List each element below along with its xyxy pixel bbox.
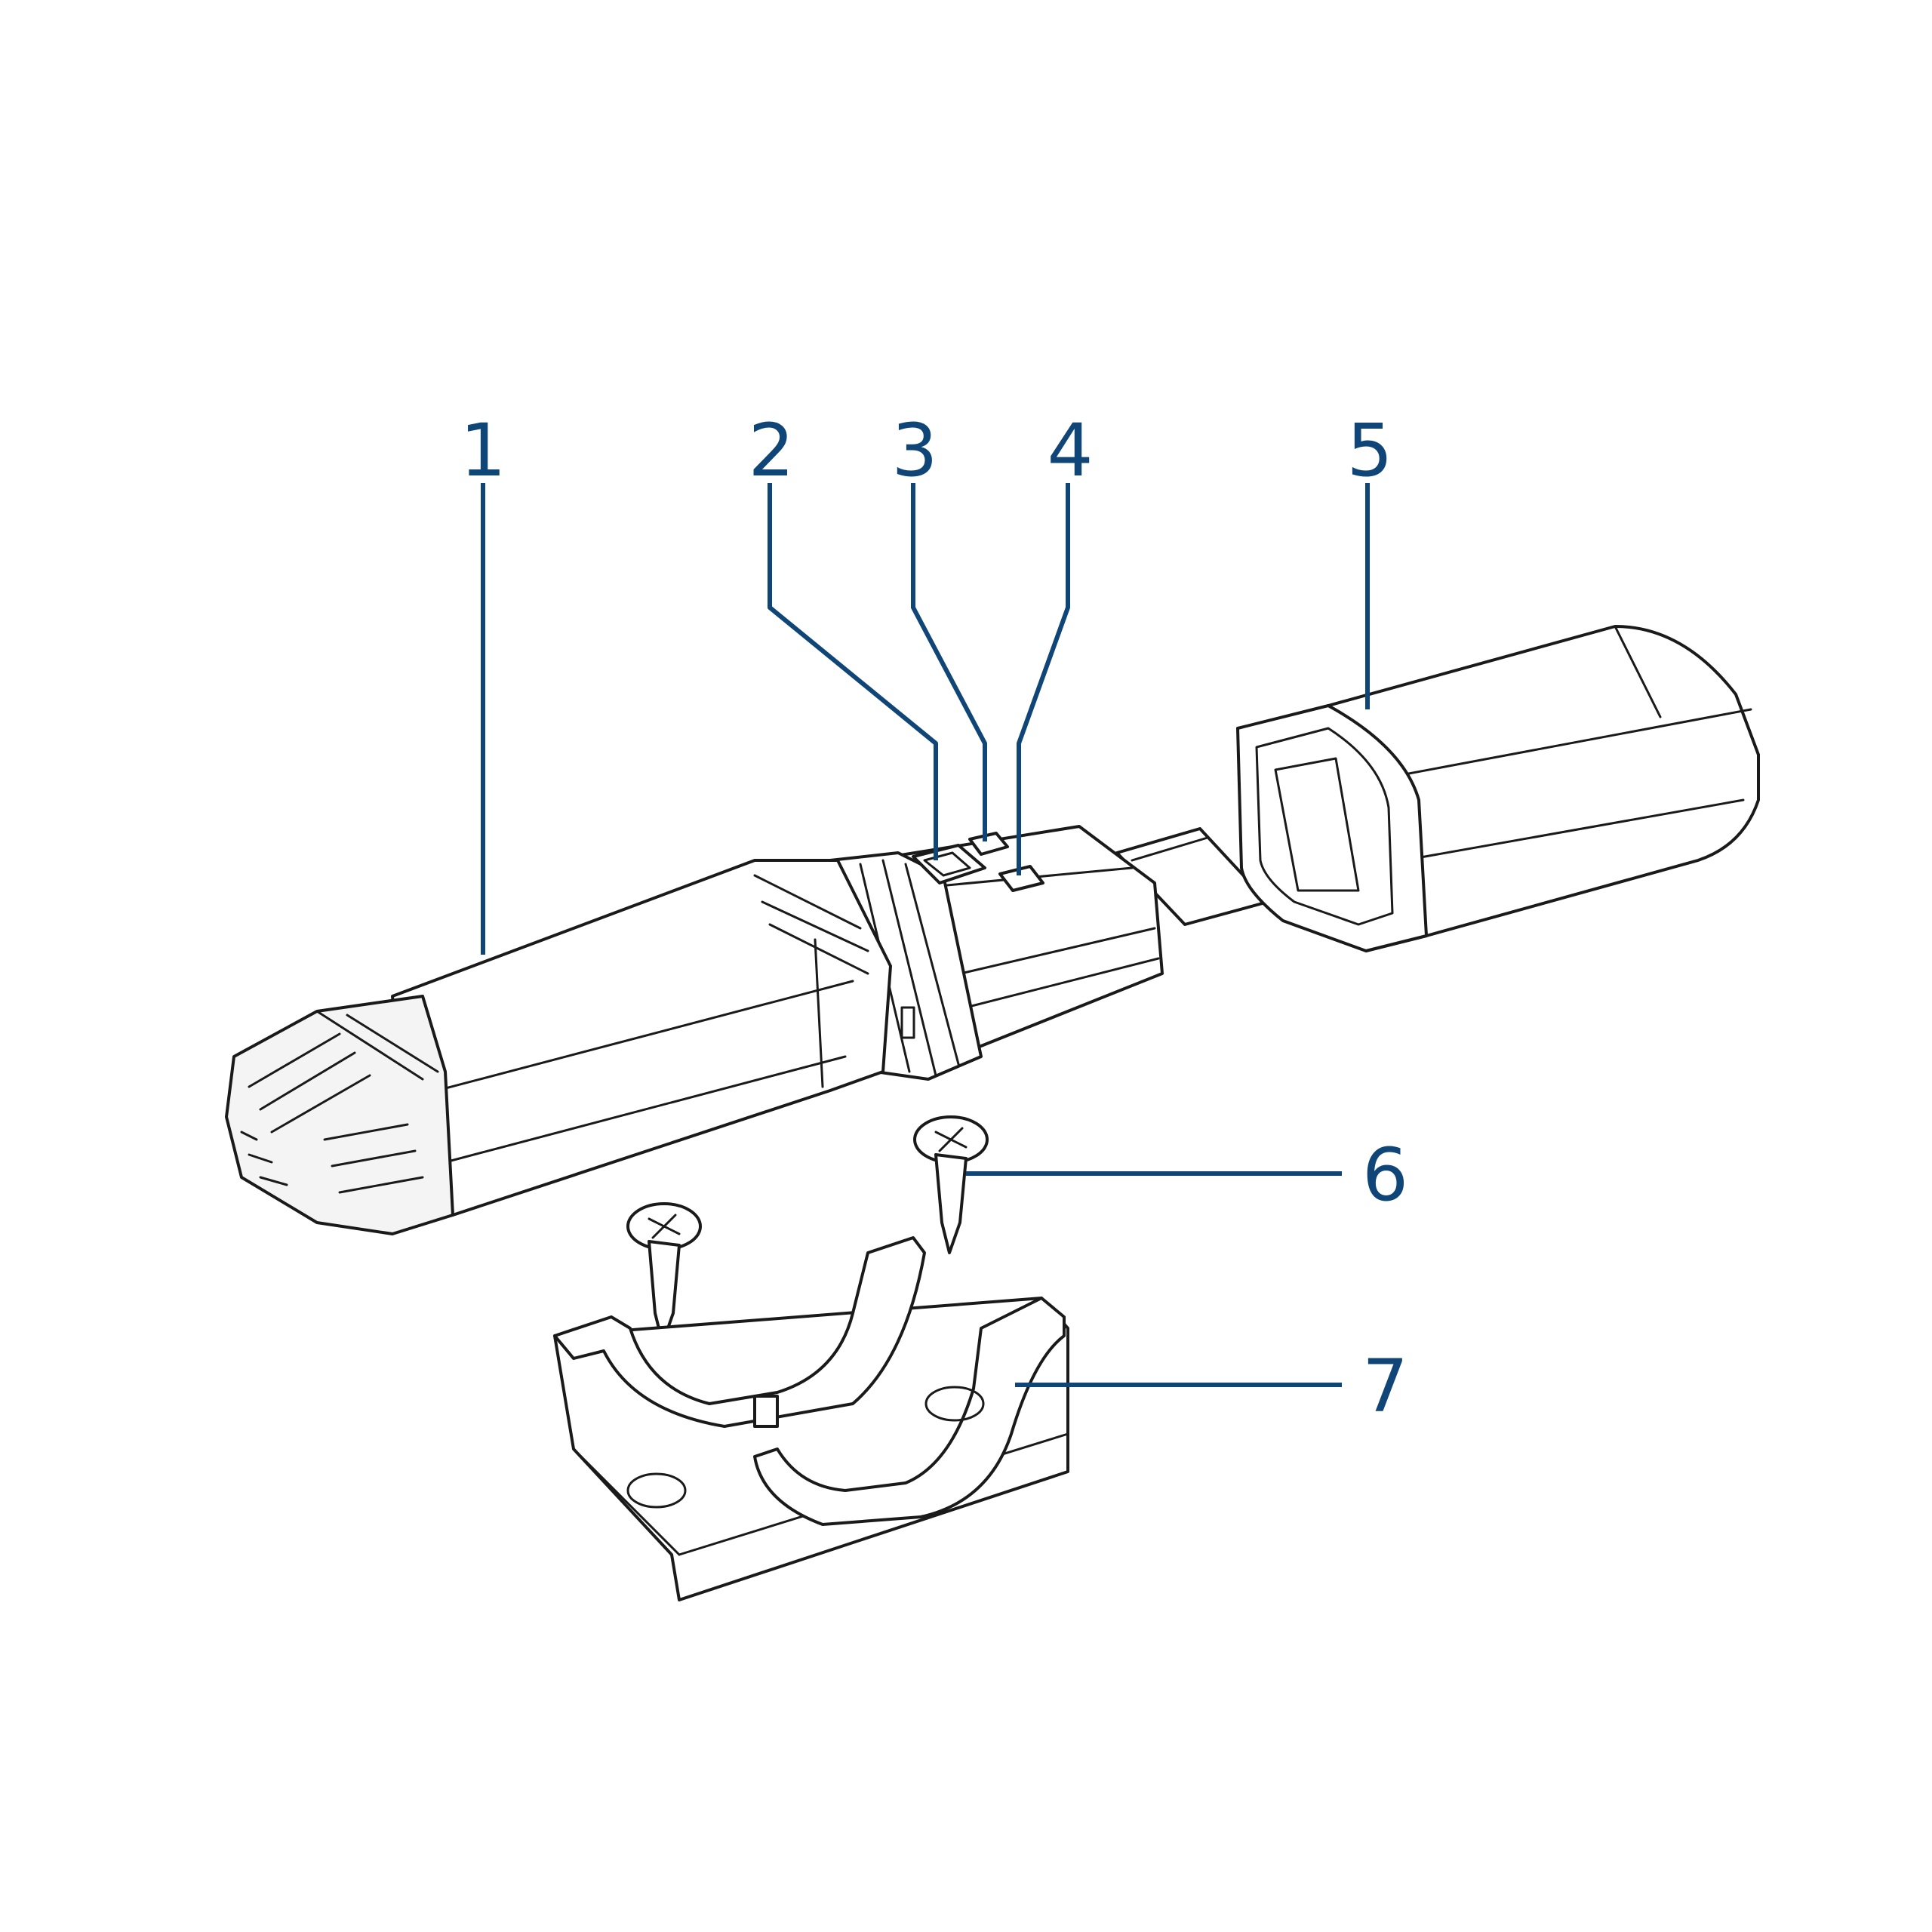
mounting-bracket-icon	[553, 1236, 1069, 1601]
screw-icon	[626, 1202, 702, 1345]
callout-1: 1	[460, 408, 506, 493]
callout-6: 6	[1362, 1133, 1408, 1217]
callout-numbers: 1 2 3 4 5 6 7	[460, 408, 1408, 1429]
callout-4: 4	[1047, 408, 1093, 493]
callout-2: 2	[748, 408, 794, 493]
leader-line-4	[1017, 483, 1070, 875]
leader-lines	[481, 483, 1370, 1387]
leader-line-3	[911, 483, 987, 841]
leader-line-2	[768, 483, 938, 860]
callout-3: 3	[891, 408, 937, 493]
button-icon	[912, 844, 986, 884]
led-indicator-icon	[968, 832, 1009, 856]
protective-cap-icon	[1236, 625, 1760, 952]
callout-5: 5	[1346, 408, 1392, 493]
screw-icon	[913, 1115, 989, 1254]
callout-7: 7	[1362, 1344, 1408, 1429]
logger-body-icon	[225, 825, 1164, 1235]
